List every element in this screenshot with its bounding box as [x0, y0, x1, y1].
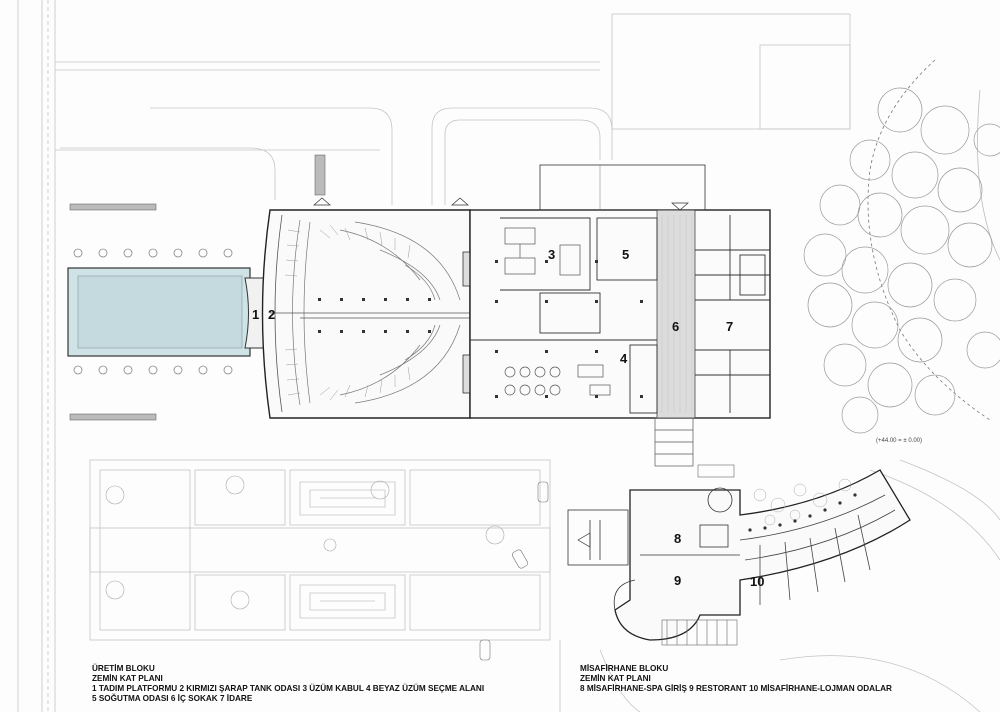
label-10: 10 [750, 574, 764, 589]
guesthouse-legend: MİSAFİRHANE BLOKU ZEMİN KAT PLANI 8 MİSA… [580, 664, 892, 694]
label-2: 2 [268, 307, 275, 322]
label-8: 8 [674, 531, 681, 546]
tree-grove [803, 87, 1000, 434]
guesthouse-block [479, 464, 911, 661]
production-legend-subtitle: ZEMİN KAT PLANI [92, 674, 163, 683]
production-legend-title: ÜRETİM BLOKU [92, 664, 155, 673]
label-4: 4 [620, 351, 628, 366]
production-legend-items-2: 5 SOĞUTMA ODASI 6 İÇ SOKAK 7 İDARE [92, 694, 253, 703]
production-block [67, 164, 771, 419]
small-trees [105, 475, 505, 610]
elevation-note: (+44.00 = ± 0.00) [876, 438, 922, 444]
label-3: 3 [548, 247, 555, 262]
label-6: 6 [672, 319, 679, 334]
plan-labels: 1 2 3 4 5 6 7 8 9 10 (+44.00 = ± 0.00) [252, 247, 922, 589]
guesthouse-legend-title: MİSAFİRHANE BLOKU [580, 664, 669, 673]
site-context [17, 0, 1000, 712]
site-benches [69, 154, 326, 421]
guesthouse-legend-subtitle: ZEMİN KAT PLANI [580, 674, 651, 683]
label-7: 7 [726, 319, 733, 334]
production-legend-items-1: 1 TADIM PLATFORMU 2 KIRMIZI ŞARAP TANK O… [92, 684, 485, 693]
tree-row [73, 248, 233, 375]
connector-stair [654, 417, 694, 467]
guesthouse-legend-items-1: 8 MİSAFİRHANE-SPA GİRİŞ 9 RESTORANT 10 M… [580, 684, 892, 693]
label-5: 5 [622, 247, 629, 262]
label-9: 9 [674, 573, 681, 588]
label-1: 1 [252, 307, 259, 322]
production-legend: ÜRETİM BLOKU ZEMİN KAT PLANI 1 TADIM PLA… [92, 664, 484, 704]
